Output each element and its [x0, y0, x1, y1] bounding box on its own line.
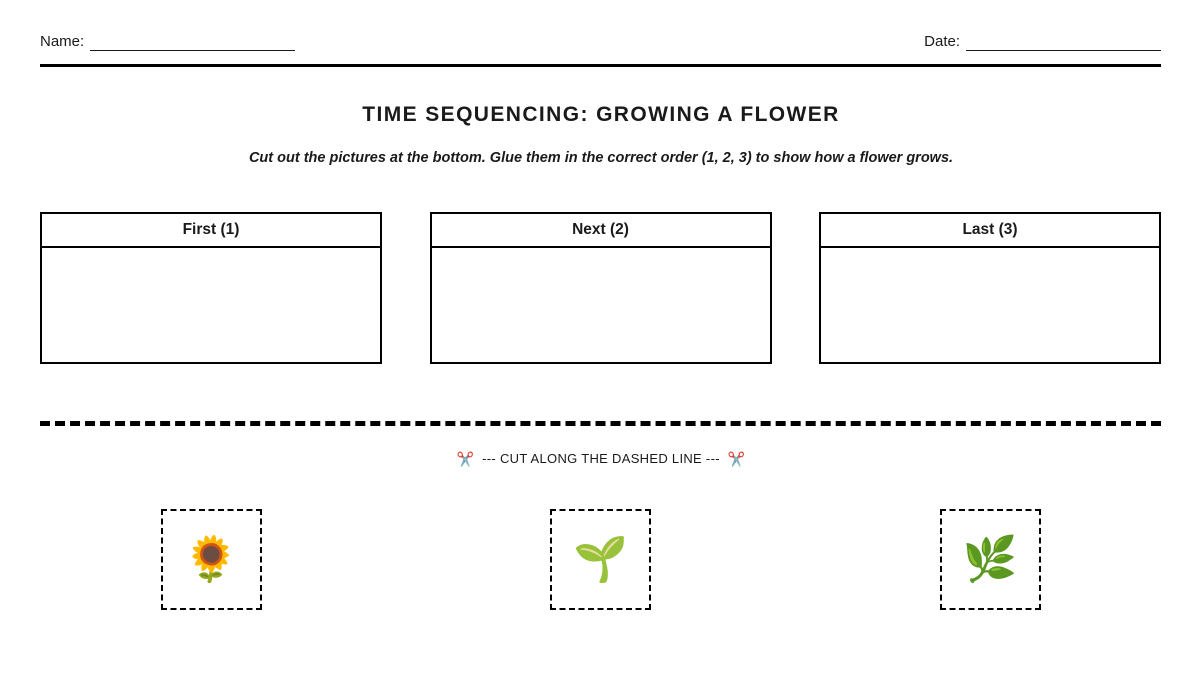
sequence-box-next[interactable]: Next (2) — [429, 212, 772, 364]
cut-out-cards-row: 🌻 🌱 🌿 — [40, 509, 1161, 610]
scissors-icon: ✂️ — [727, 451, 746, 467]
sequence-box-label: First (1) — [42, 214, 380, 248]
header-divider — [40, 64, 1161, 67]
name-input-line[interactable] — [90, 34, 296, 51]
page-title: TIME SEQUENCING: GROWING A FLOWER — [362, 103, 840, 126]
seedling-icon: 🌱 — [573, 533, 628, 585]
herb-icon: 🌿 — [962, 533, 1018, 585]
sunflower-icon: 🌻 — [183, 533, 239, 585]
sequence-box-label: Next (2) — [431, 214, 770, 248]
date-label: Date: — [924, 33, 960, 50]
name-date-row: Name: Date: — [40, 33, 1161, 51]
glue-area-next[interactable] — [432, 248, 770, 362]
glue-area-first[interactable] — [42, 248, 380, 362]
cut-caption-label: --- CUT ALONG THE DASHED LINE --- — [482, 451, 720, 466]
sequence-box-first[interactable]: First (1) — [40, 212, 382, 364]
cut-caption: ✂️ --- CUT ALONG THE DASHED LINE --- ✂️ — [0, 451, 1202, 468]
date-field-group: Date: — [924, 33, 1161, 51]
scissors-icon: ✂️ — [456, 451, 475, 467]
instructions-text: Cut out the pictures at the bottom. Glue… — [248, 150, 954, 166]
cut-card-herb[interactable]: 🌿 — [939, 509, 1041, 610]
card-slot: 🌻 — [40, 509, 382, 610]
cut-card-sunflower[interactable]: 🌻 — [160, 509, 262, 610]
name-field-group: Name: — [40, 33, 296, 51]
date-input-line[interactable] — [966, 34, 1161, 51]
card-slot: 🌿 — [819, 509, 1161, 610]
dashed-cut-line — [40, 421, 1161, 426]
sequence-box-last[interactable]: Last (3) — [819, 212, 1161, 364]
name-label: Name: — [40, 33, 85, 50]
card-slot: 🌱 — [430, 509, 772, 610]
sequence-boxes-row: First (1) Next (2) Last (3) — [40, 212, 1161, 364]
glue-area-last[interactable] — [821, 248, 1159, 362]
sequence-box-label: Last (3) — [821, 214, 1159, 248]
cut-card-seedling[interactable]: 🌱 — [550, 509, 651, 610]
